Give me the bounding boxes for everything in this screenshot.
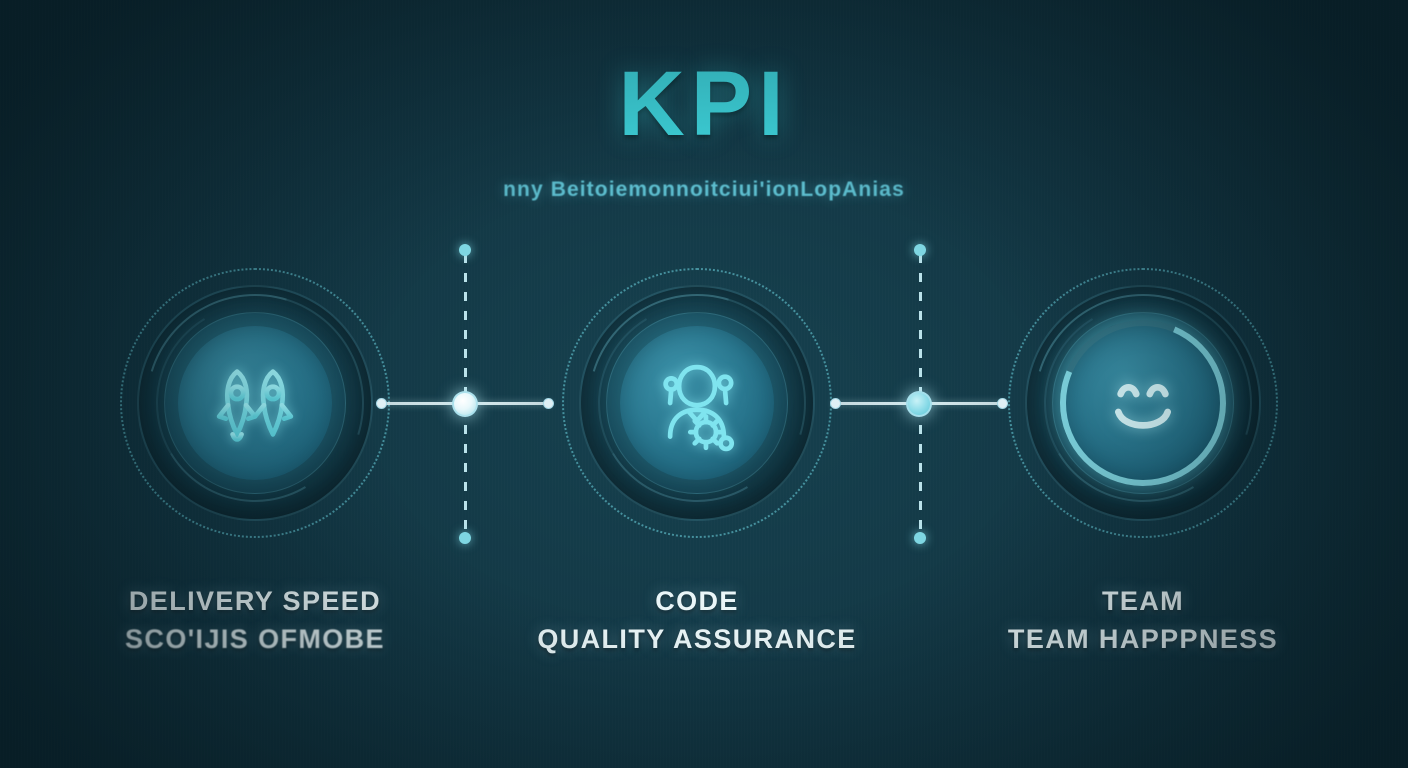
icon-disc xyxy=(1066,326,1220,480)
smiley-face-icon xyxy=(1115,384,1171,429)
kpi-caption-code-quality: CODE QUALITY ASSURANCE xyxy=(477,586,917,655)
caption-line-1: CODE xyxy=(655,586,739,616)
connector-endpoint-left xyxy=(376,398,387,409)
divider-cap-bottom xyxy=(459,532,471,544)
divider-cap-top xyxy=(914,244,926,256)
header: KPI nny Beitoiemonnoitciui'ionLopAnias xyxy=(0,58,1408,202)
caption-line-1: TEAM xyxy=(1101,586,1185,616)
divider-cap-bottom xyxy=(914,532,926,544)
connector-hub-node[interactable] xyxy=(452,391,478,417)
connector-hub-node[interactable] xyxy=(906,391,932,417)
divider-cap-top xyxy=(459,244,471,256)
caption-line-2: TEAM HAPPPNESS xyxy=(1007,624,1279,654)
connector-code-to-team xyxy=(830,391,1008,417)
icon-disc xyxy=(178,326,332,480)
page-title: KPI xyxy=(618,53,790,155)
connector-endpoint-right xyxy=(543,398,554,409)
connector-delivery-to-code xyxy=(376,391,554,417)
rocket-speed-icon xyxy=(216,369,294,442)
caption-line-2: SCO'IJIS OFMOBE xyxy=(125,624,385,654)
page-subtitle: nny Beitoiemonnoitciui'ionLopAnias xyxy=(503,178,905,201)
icon-disc xyxy=(620,326,774,480)
kpi-caption-delivery-speed: DELIVERY SPEED SCO'IJIS OFMOBE xyxy=(35,586,475,655)
kpi-caption-team-happiness: TEAM TEAM HAPPPNESS xyxy=(923,586,1363,655)
caption-line-2: QUALITY ASSURANCE xyxy=(537,624,857,654)
person-gears-icon xyxy=(663,364,735,452)
kpi-node-delivery-speed[interactable] xyxy=(107,255,403,551)
kpi-node-code-quality[interactable] xyxy=(549,255,845,551)
connector-endpoint-right xyxy=(997,398,1008,409)
kpi-node-team-happiness[interactable] xyxy=(995,255,1291,551)
caption-line-1: DELIVERY SPEED xyxy=(128,586,382,616)
connector-endpoint-left xyxy=(830,398,841,409)
